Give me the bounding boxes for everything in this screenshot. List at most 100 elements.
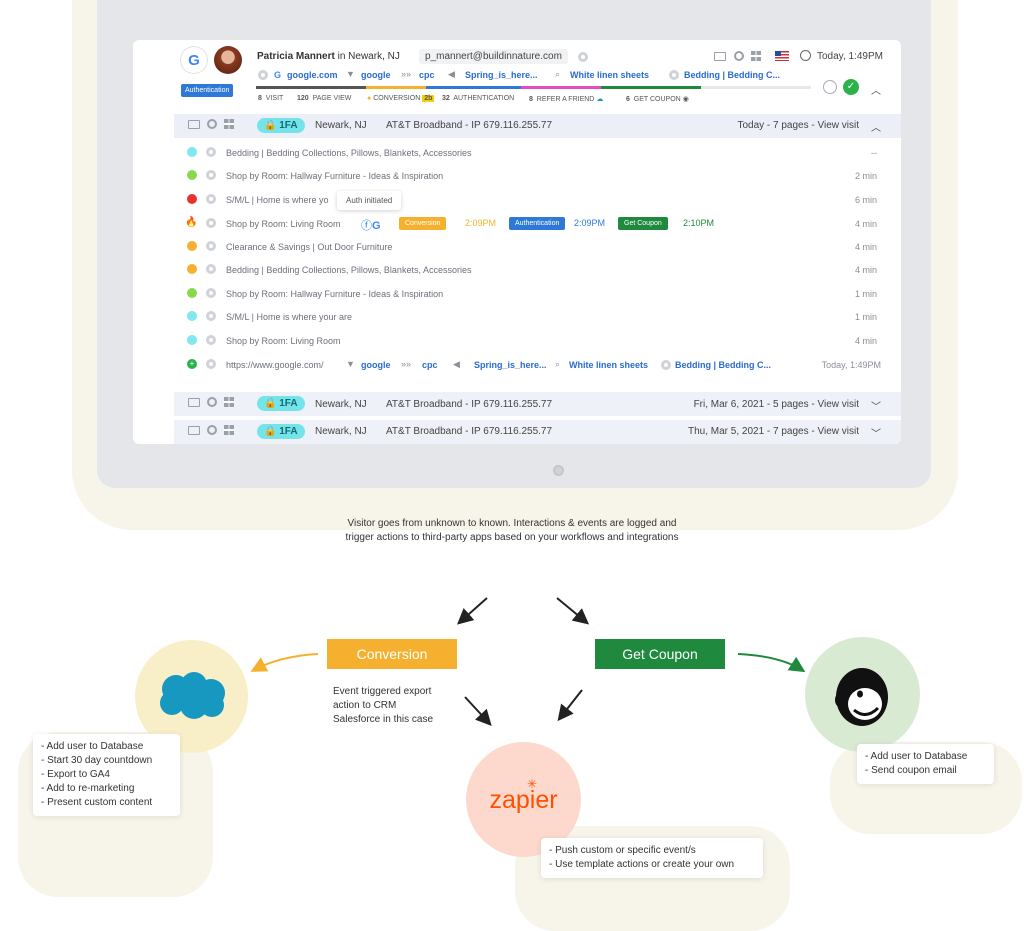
page-title[interactable]: S/M/L | Home is where your are bbox=[226, 312, 353, 322]
status-dot bbox=[187, 241, 197, 251]
entry-utm-campaign[interactable]: Spring_is_here... bbox=[474, 360, 547, 370]
visit-isp: AT&T Broadband - IP 679.116.255.77 bbox=[386, 120, 553, 131]
chrome-icon bbox=[734, 51, 744, 61]
page-icon bbox=[206, 288, 216, 298]
page-title[interactable]: Clearance & Savings | Out Door Furniture bbox=[226, 242, 393, 252]
zapier-logo[interactable]: zapier bbox=[489, 786, 558, 814]
monitor-camera bbox=[553, 465, 564, 476]
visit-timestamp: Today, 1:49PM bbox=[817, 51, 883, 62]
verified-check-icon[interactable]: ✓ bbox=[843, 79, 859, 95]
entry-url[interactable]: https://www.google.com/ bbox=[226, 360, 324, 370]
avatar bbox=[214, 46, 242, 74]
windows-icon bbox=[224, 397, 234, 407]
conversion-event-button[interactable]: Conversion bbox=[327, 639, 457, 669]
blocked-icon[interactable] bbox=[823, 80, 837, 94]
mailchimp-actions-card: - Add user to Database - Send coupon ema… bbox=[857, 744, 994, 784]
stat-visit: 8 VISIT bbox=[258, 95, 284, 102]
coupon-segment bbox=[601, 86, 701, 89]
medium-icon: »» bbox=[401, 69, 412, 79]
source-remove-icon[interactable] bbox=[258, 70, 268, 80]
collapse-visit-chevron-icon[interactable]: ︿ bbox=[871, 123, 881, 134]
chrome-icon bbox=[207, 119, 217, 129]
desktop-icon bbox=[188, 120, 200, 129]
page-icon bbox=[206, 194, 216, 204]
clock-icon bbox=[800, 50, 811, 61]
page-icon bbox=[206, 147, 216, 157]
source-link[interactable]: google.com bbox=[287, 70, 338, 80]
visitor-heading: Patricia Mannert in Newark, NJ bbox=[257, 51, 400, 62]
page-duration: 4 min bbox=[854, 219, 877, 229]
utm-campaign-link[interactable]: Spring_is_here... bbox=[465, 70, 538, 80]
location-sep: in bbox=[337, 51, 346, 62]
entry-utm-source[interactable]: google bbox=[361, 360, 391, 370]
utm-medium-link[interactable]: cpc bbox=[419, 70, 435, 80]
auth-badge: Authentication bbox=[181, 84, 234, 97]
page-title[interactable]: S/M/L | Home is where yo bbox=[226, 195, 329, 205]
search-term-link[interactable]: White linen sheets bbox=[570, 70, 650, 80]
flow-caption: Visitor goes from unknown to known. Inte… bbox=[345, 518, 679, 543]
page-icon bbox=[206, 218, 216, 228]
entry-page-icon bbox=[206, 359, 216, 369]
page-duration: 4 min bbox=[854, 336, 877, 346]
expand-visit-chevron-icon[interactable]: ﹀ bbox=[871, 402, 881, 413]
authentication-event-pill[interactable]: Authentication bbox=[509, 217, 566, 230]
expand-visit-chevron-icon[interactable]: ﹀ bbox=[871, 429, 881, 440]
filter-icon: ▼ bbox=[346, 69, 355, 79]
event-note: Event triggered export action to CRM Sal… bbox=[333, 686, 434, 725]
fire-status-icon: 🔥 bbox=[185, 217, 198, 228]
conversion-segment bbox=[366, 86, 426, 89]
event-social-icons: ⓕG bbox=[361, 220, 381, 232]
source-g-icon: G bbox=[274, 70, 282, 80]
page-icon bbox=[206, 264, 216, 274]
entry-search-term[interactable]: White linen sheets bbox=[569, 360, 649, 370]
page-icon bbox=[206, 335, 216, 345]
page-title[interactable]: Shop by Room: Living Room bbox=[226, 336, 341, 346]
email-field[interactable]: p_mannert@buildinnature.com bbox=[419, 49, 568, 64]
authentication-segment bbox=[426, 86, 521, 89]
visitor-name[interactable]: Patricia Mannert bbox=[257, 51, 335, 62]
mailchimp-icon[interactable] bbox=[830, 660, 894, 730]
search-icon: ⌕ bbox=[555, 69, 561, 79]
page-icon bbox=[206, 241, 216, 251]
salesforce-actions-card: - Add user to Database - Start 30 day co… bbox=[33, 734, 180, 816]
view-visit-link[interactable]: Today - 7 pages - View visit bbox=[737, 120, 859, 131]
fa-badge: 🔒 1FA bbox=[257, 118, 305, 133]
status-dot bbox=[187, 194, 197, 204]
windows-icon bbox=[224, 425, 234, 435]
windows-icon bbox=[751, 51, 761, 61]
entry-landing-page[interactable]: Bedding | Bedding C... bbox=[675, 360, 772, 370]
collapse-header-chevron-icon[interactable]: ︿ bbox=[871, 86, 881, 97]
stat-pageview: 120 PAGE VIEW bbox=[297, 95, 352, 102]
page-icon bbox=[206, 170, 216, 180]
google-logo-icon: G bbox=[181, 47, 207, 73]
chrome-icon bbox=[207, 425, 217, 435]
page-duration: 1 min bbox=[854, 312, 877, 322]
page-duration: 4 min bbox=[854, 265, 877, 275]
conversion-event-pill[interactable]: Conversion bbox=[399, 217, 447, 230]
visitor-location: Newark, NJ bbox=[348, 51, 400, 62]
coupon-event-pill[interactable]: Get Coupon bbox=[618, 217, 668, 230]
conversion-event-time: 2:09PM bbox=[465, 218, 497, 228]
salesforce-cloud-icon[interactable] bbox=[156, 671, 228, 721]
page-title[interactable]: Shop by Room: Hallway Furniture - Ideas … bbox=[226, 171, 444, 181]
desktop-icon bbox=[188, 398, 200, 407]
get-coupon-event-button[interactable]: Get Coupon bbox=[595, 639, 725, 669]
status-dot bbox=[187, 264, 197, 274]
page-title[interactable]: Bedding | Bedding Collections, Pillows, … bbox=[226, 265, 472, 275]
us-flag-icon bbox=[775, 51, 789, 61]
view-visit-link[interactable]: Thu, Mar 5, 2021 - 7 pages - View visit bbox=[687, 426, 859, 437]
entry-utm-medium[interactable]: cpc bbox=[422, 360, 438, 370]
landing-page-link[interactable]: Bedding | Bedding C... bbox=[684, 70, 781, 80]
status-dot bbox=[187, 170, 197, 180]
visit-isp: AT&T Broadband - IP 679.116.255.77 bbox=[386, 426, 553, 437]
view-visit-link[interactable]: Fri, Mar 6, 2021 - 5 pages - View visit bbox=[693, 399, 859, 410]
entry-time: Today, 1:49PM bbox=[821, 360, 881, 370]
clear-email-icon[interactable] bbox=[578, 52, 588, 62]
page-title[interactable]: Shop by Room: Living Room bbox=[226, 219, 341, 229]
chrome-icon bbox=[207, 397, 217, 407]
status-dot bbox=[187, 288, 197, 298]
page-title[interactable]: Bedding | Bedding Collections, Pillows, … bbox=[226, 148, 472, 158]
utm-source-link[interactable]: google bbox=[361, 70, 391, 80]
page-title[interactable]: Shop by Room: Hallway Furniture - Ideas … bbox=[226, 289, 444, 299]
